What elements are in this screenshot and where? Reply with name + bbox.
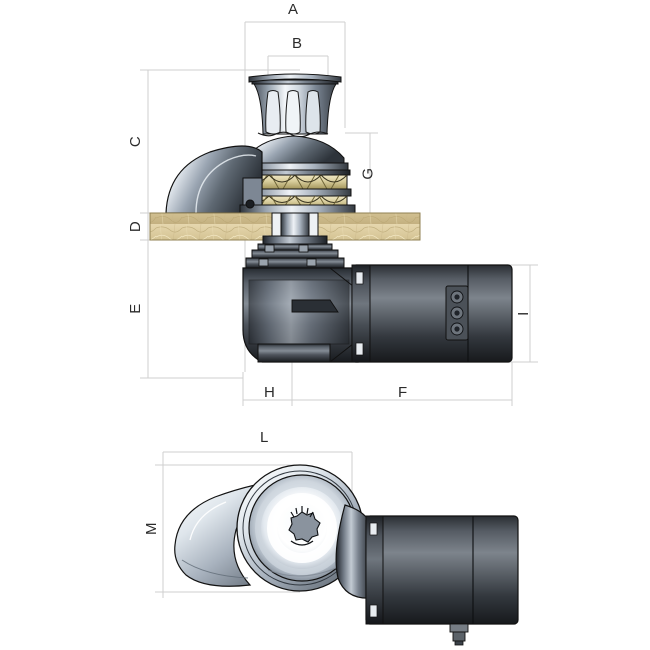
- plan-view: [174, 464, 519, 646]
- gearbox-housing: [242, 267, 359, 363]
- dim-label-F: F: [398, 384, 408, 401]
- dim-label-E: E: [126, 303, 144, 314]
- main-shaft: [245, 212, 345, 269]
- motor-mount-tab-top: [355, 271, 364, 285]
- splined-hub: [288, 506, 321, 546]
- side-section-view: [149, 73, 513, 363]
- dim-label-M: M: [143, 522, 160, 535]
- motor-mount-tab-bottom: [355, 342, 364, 356]
- dim-label-H: H: [264, 384, 276, 401]
- gypsy-chainwheel-plan: [248, 474, 356, 582]
- dim-label-B: B: [292, 35, 303, 52]
- dim-label-I: I: [514, 311, 532, 316]
- gearbox-plan: [335, 504, 373, 599]
- electric-motor-plan: [365, 515, 519, 646]
- electric-motor: [351, 264, 513, 363]
- motor-mount-tab-plan-top: [369, 522, 378, 536]
- dim-label-G: G: [359, 167, 377, 180]
- capstan-drum: [248, 73, 342, 138]
- windlass-body-dome: [165, 145, 356, 216]
- dim-label-D: D: [127, 220, 145, 233]
- dim-label-L: L: [260, 429, 269, 446]
- motor-drain-plug: [449, 623, 469, 646]
- motor-mount-tab-plan-bottom: [369, 604, 378, 618]
- motor-terminal-block: [445, 285, 469, 341]
- chain-stripper: [174, 478, 289, 587]
- dim-label-C: C: [127, 135, 145, 148]
- dim-label-A: A: [288, 1, 299, 18]
- dimension-lines-plan-view: [155, 451, 353, 598]
